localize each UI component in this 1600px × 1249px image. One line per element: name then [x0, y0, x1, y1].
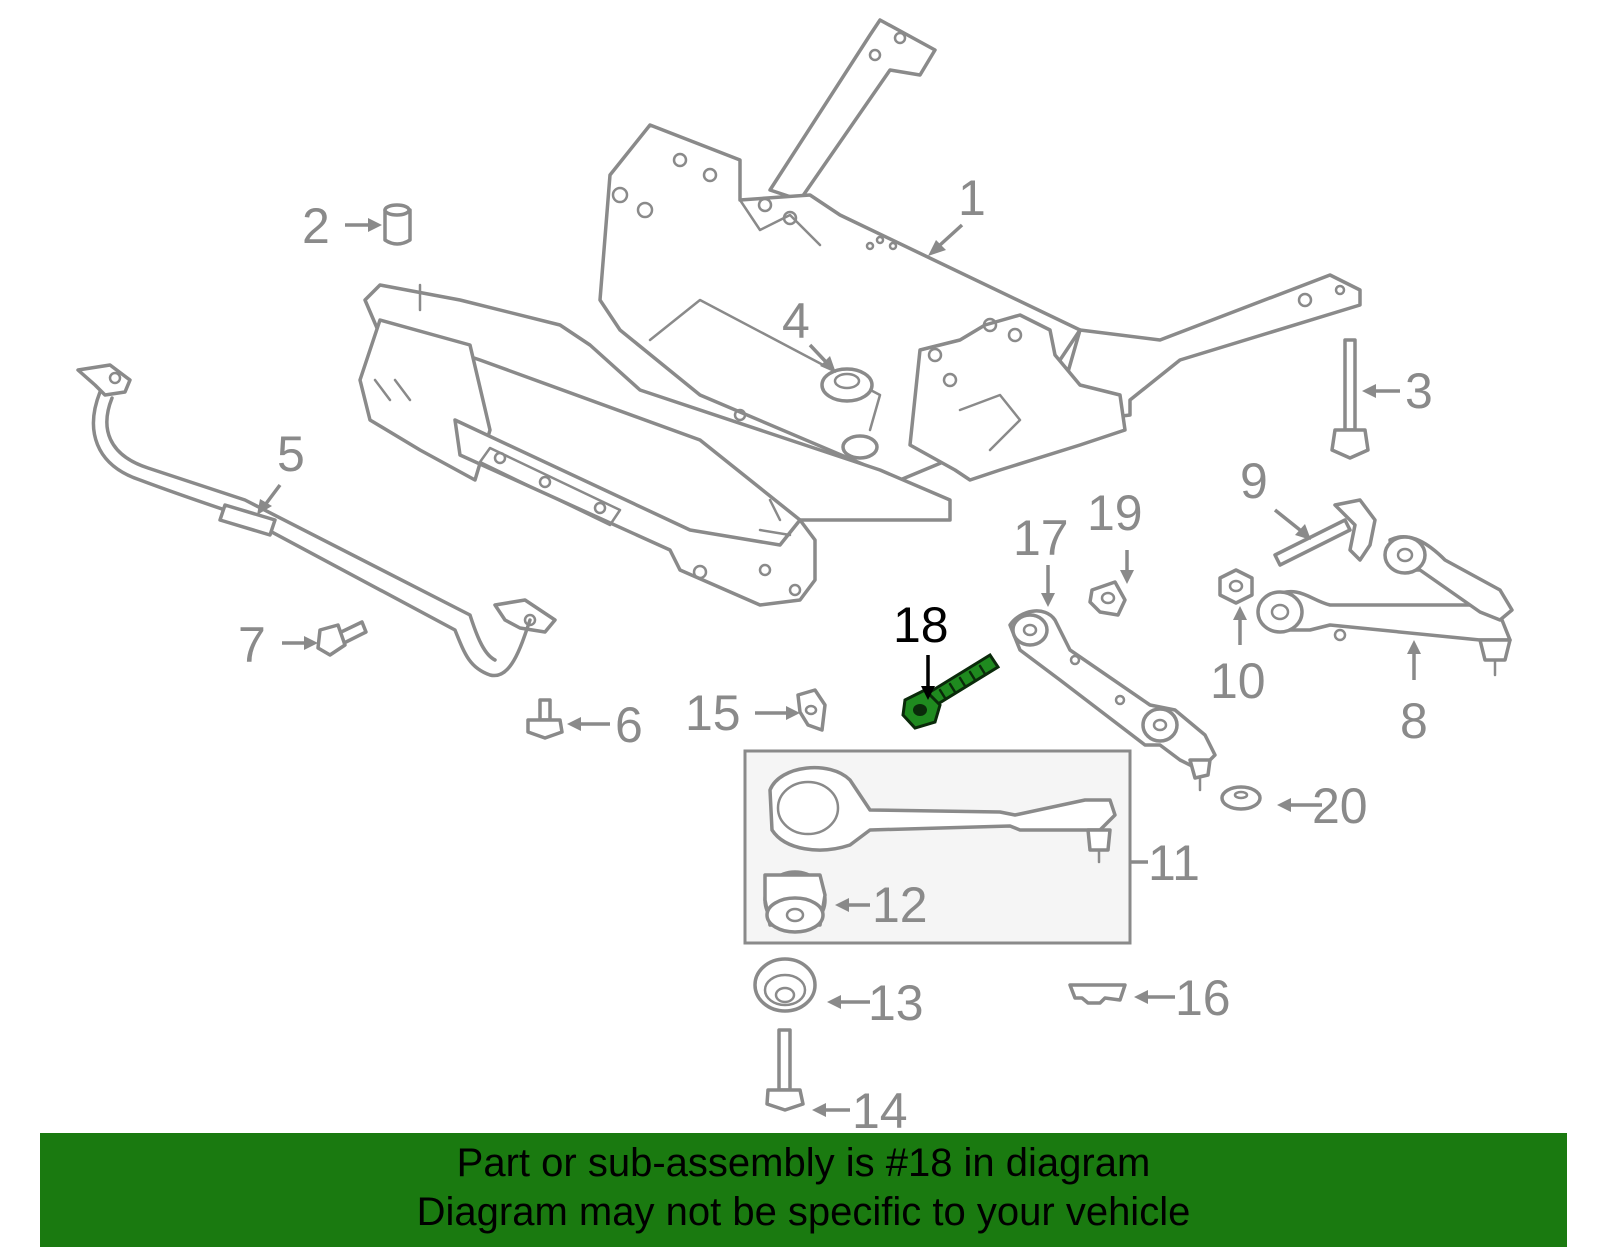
upper-control-arm-part-8	[1256, 535, 1514, 677]
subframe-part-1	[358, 18, 1362, 607]
callout-19: 19	[1087, 485, 1143, 541]
callout-2: 2	[302, 198, 330, 254]
callout-7: 7	[238, 617, 266, 673]
nut-part-10	[1218, 568, 1254, 605]
callout-15: 15	[685, 685, 741, 741]
callout-5: 5	[277, 426, 305, 482]
bolt-part-3	[1330, 338, 1370, 460]
lower-control-arm-part-17	[1008, 609, 1217, 792]
info-banner: Part or sub-assembly is #18 in diagram D…	[40, 1133, 1567, 1247]
callout-6: 6	[615, 697, 643, 753]
bracket-bolt-part-9	[1273, 498, 1377, 567]
bracket-part-16	[1068, 983, 1127, 1005]
callout-16: 16	[1175, 970, 1231, 1026]
callout-3: 3	[1405, 363, 1433, 419]
callout-12: 12	[872, 877, 928, 933]
callout-labels: 1 2 3 4 5 6 7 8 9 10 11 12 13 14 15 16 1…	[238, 170, 1433, 1139]
bushing-part-19	[1088, 580, 1127, 617]
callout-4: 4	[782, 293, 810, 349]
callout-10: 10	[1210, 653, 1266, 709]
banner-line-1: Part or sub-assembly is #18 in diagram	[456, 1141, 1151, 1185]
stud-part-6	[526, 698, 564, 740]
stabilizer-bar-part-5	[76, 363, 557, 678]
callout-18: 18	[893, 597, 949, 653]
washer-part-20	[1220, 785, 1262, 811]
bushing-part-2	[383, 203, 412, 246]
callout-arrows	[257, 218, 1421, 1117]
callout-17: 17	[1013, 510, 1069, 566]
bushing-part-13	[753, 957, 817, 1013]
bolt-part-18-highlighted	[901, 652, 1001, 730]
callout-11: 11	[1148, 835, 1200, 891]
banner-line-2: Diagram may not be specific to your vehi…	[416, 1190, 1191, 1234]
bolt-part-7	[316, 620, 368, 657]
callout-20: 20	[1312, 778, 1368, 834]
bracket-part-15	[796, 688, 827, 732]
callout-14: 14	[852, 1083, 908, 1139]
callout-8: 8	[1400, 693, 1428, 749]
callout-9: 9	[1240, 453, 1268, 509]
callout-13: 13	[868, 975, 924, 1031]
callout-1: 1	[958, 170, 986, 226]
bolt-part-14	[765, 1028, 805, 1112]
part-11-assembly-box	[743, 749, 1132, 945]
